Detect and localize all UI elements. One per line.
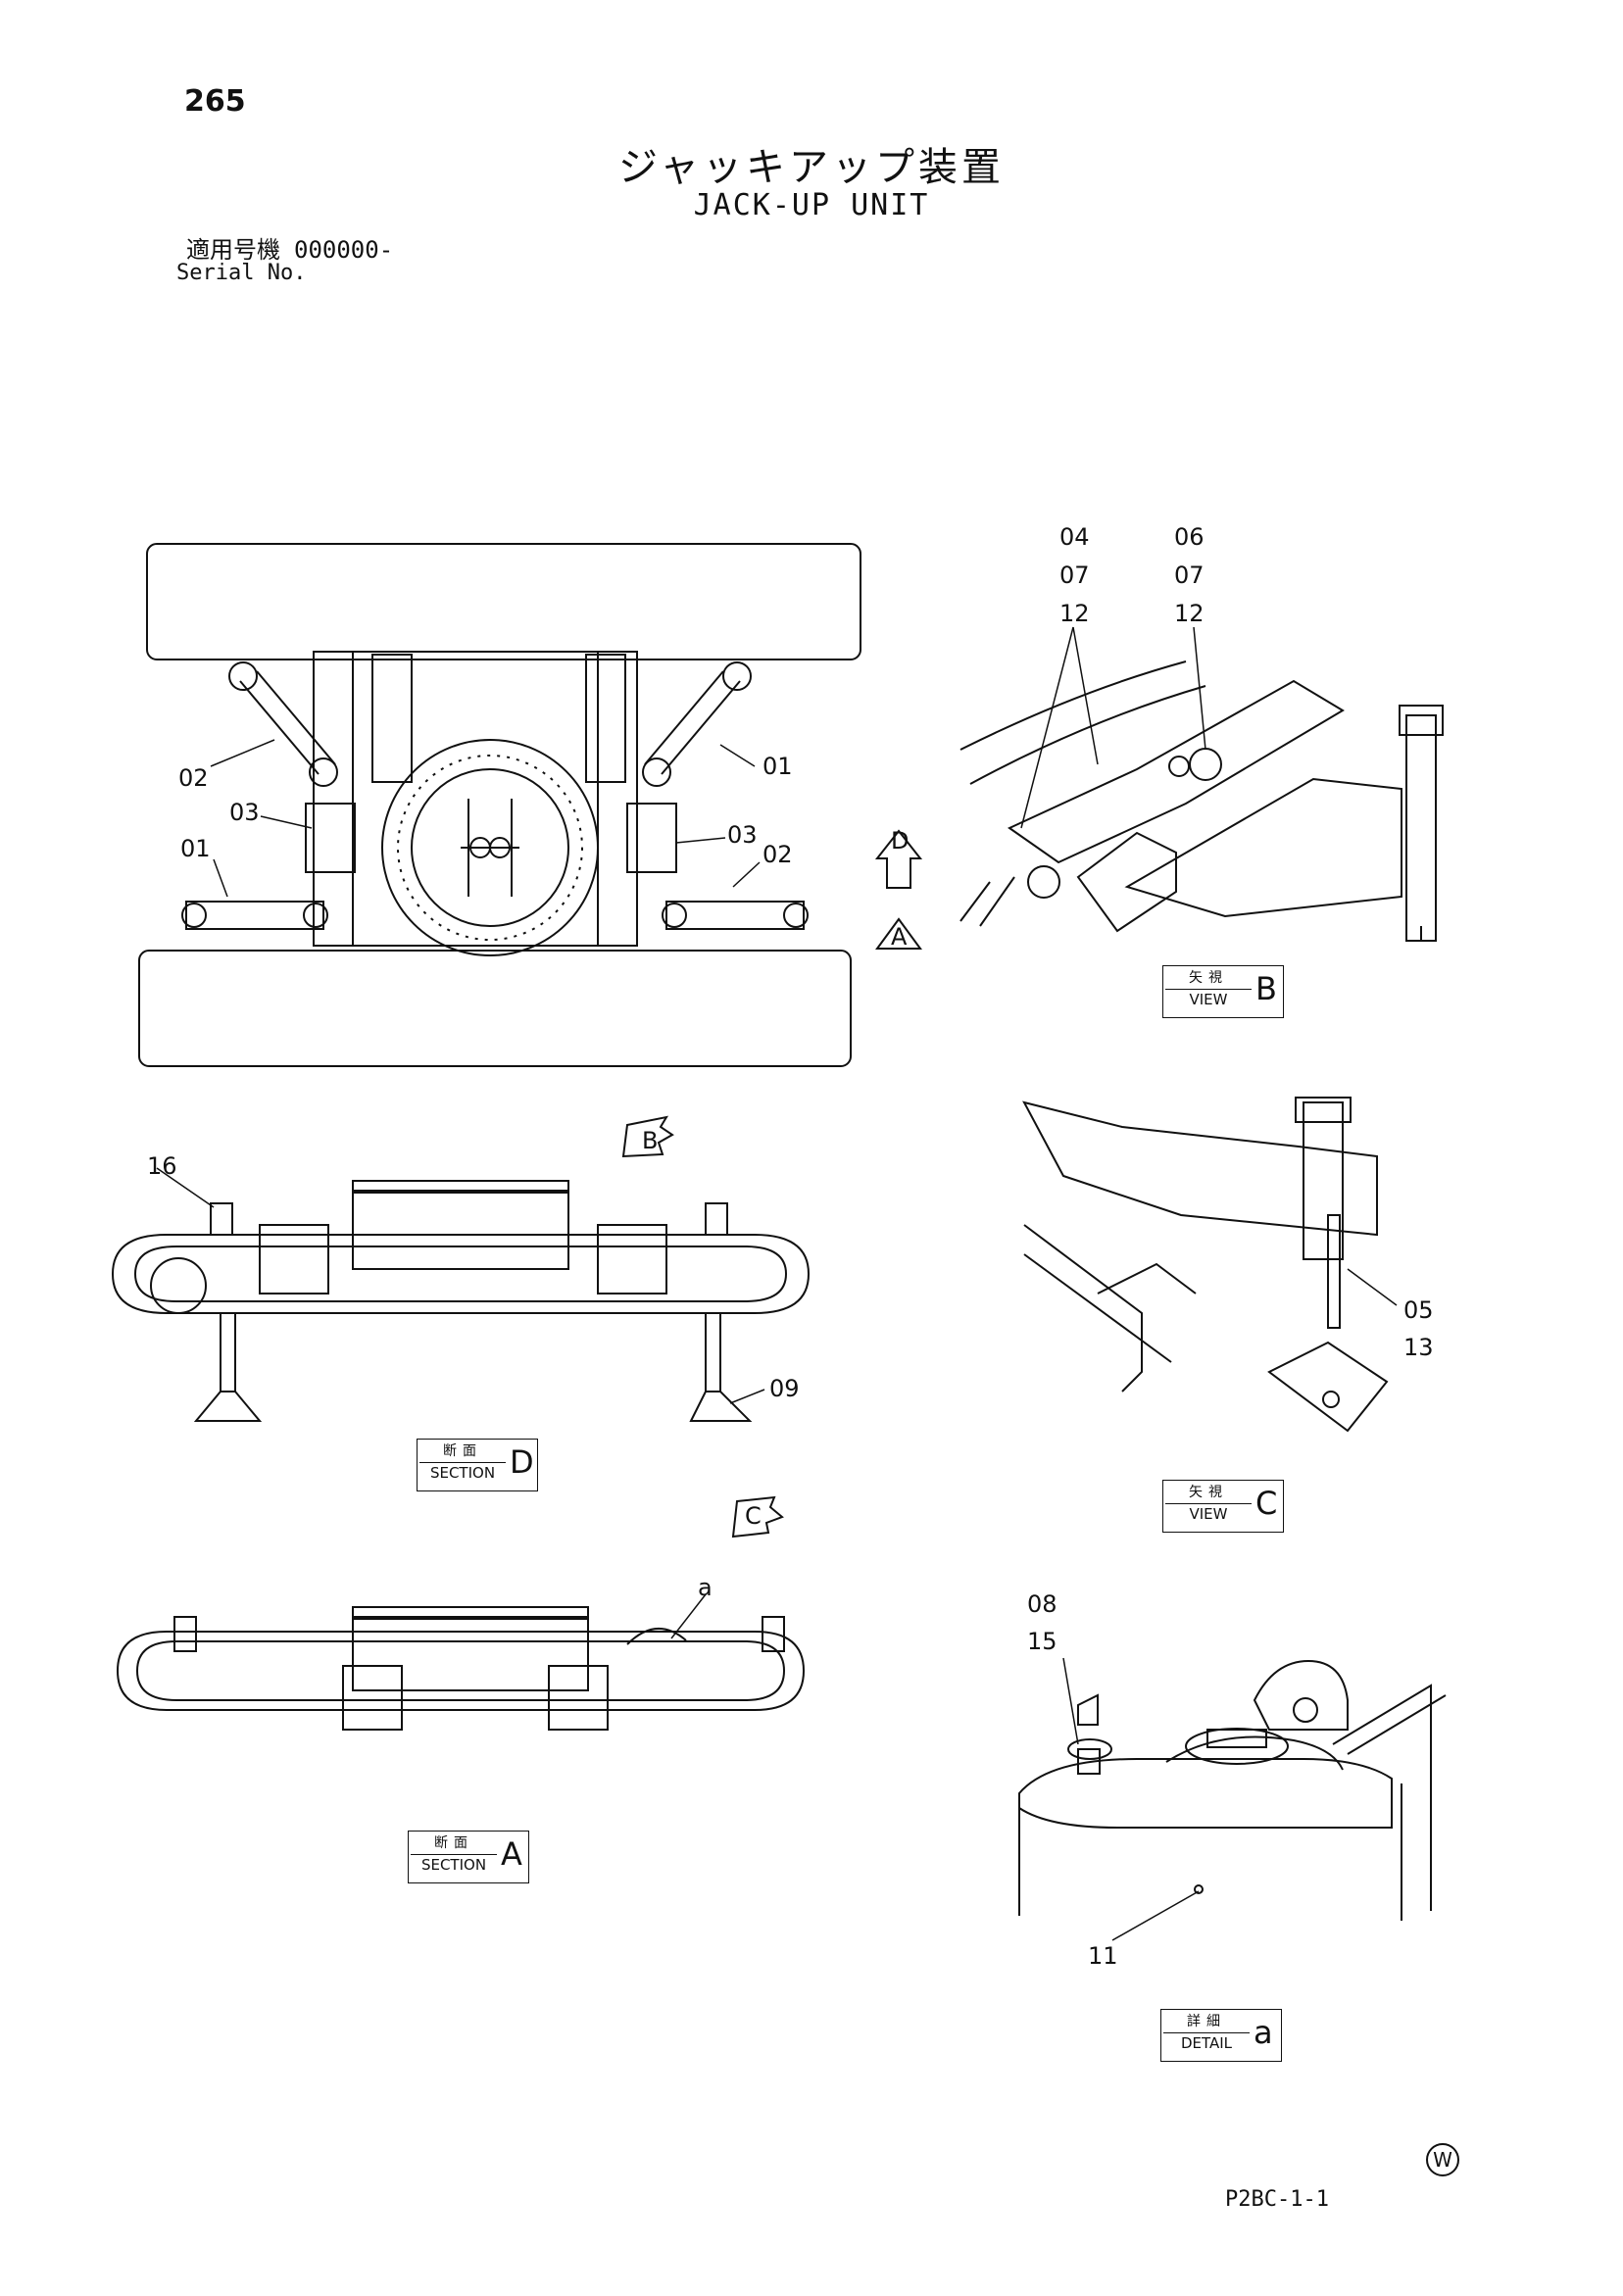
tag-section-d: 断面 SECTION D [417,1439,538,1491]
view-c-drawing [1022,1097,1398,1433]
arrow-b-shape [621,1115,674,1158]
arrow-b-letter: B [642,1127,658,1154]
callout-b-07-right: 07 [1174,562,1205,589]
callout-top-01-left: 01 [180,835,211,862]
callout-top-02-right: 02 [762,841,793,868]
callout-d-16: 16 [147,1152,177,1180]
top-view-leaders [210,739,761,898]
tag-view-c: 矢視 VIEW C [1162,1480,1284,1533]
arrow-a-letter: A [891,923,908,951]
tag-section-a-letter: A [501,1835,522,1873]
tag-view-c-jp: 矢視 [1165,1482,1252,1504]
tag-view-b-letter: B [1255,970,1277,1007]
callout-detail-15: 15 [1027,1628,1057,1655]
callout-b-12-right: 12 [1174,600,1205,627]
callout-top-03-left: 03 [229,799,260,826]
tag-section-a-jp: 断面 [411,1832,497,1855]
page-number: 265 [184,84,246,119]
section-d-drawing [111,1167,811,1422]
callout-b-06: 06 [1174,523,1205,551]
callout-top-03-right: 03 [727,821,758,849]
w-mark-icon: W [1426,2143,1459,2176]
callout-c-05: 05 [1403,1296,1434,1324]
top-view-drawing [138,543,861,1067]
tag-detail-a-jp: 詳細 [1163,2011,1250,2033]
tag-view-b-jp: 矢視 [1165,967,1252,990]
title-japanese: ジャッキアップ装置 [618,145,1005,190]
callout-b-12-left: 12 [1059,600,1090,627]
callout-top-02-left: 02 [178,764,209,792]
tag-view-b-en: VIEW [1189,991,1228,1008]
tag-view-c-letter: C [1255,1485,1278,1522]
tag-section-d-en: SECTION [429,1464,496,1482]
callout-section-a-a: a [698,1574,713,1601]
drawing-code: P2BC-1-1 [1225,2187,1329,2212]
tag-view-b: 矢視 VIEW B [1162,965,1284,1018]
tag-view-c-en: VIEW [1189,1505,1228,1523]
tag-detail-a-letter: a [1254,2014,1273,2051]
title-english: JACK-UP UNIT [693,188,930,222]
tag-detail-a: 詳細 DETAIL a [1160,2009,1282,2062]
section-a-drawing [116,1593,806,1731]
callout-d-09: 09 [769,1375,800,1402]
serial-number: 000000- [294,236,394,264]
callout-b-04: 04 [1059,523,1090,551]
arrow-d-letter: D [891,827,909,855]
tag-section-d-jp: 断面 [419,1441,506,1463]
tag-section-a-en: SECTION [420,1856,487,1874]
view-b-drawing [959,626,1444,942]
arrow-a-shape [875,917,922,950]
tag-section-d-letter: D [510,1443,534,1481]
serial-label-jp: 適用号機 000000- [186,230,393,265]
callout-top-01-right: 01 [762,753,793,780]
arrow-c-shape [731,1495,784,1539]
tag-detail-a-en: DETAIL [1180,2034,1233,2052]
callout-detail-11: 11 [1088,1942,1118,1970]
tag-section-a: 断面 SECTION A [408,1831,529,1883]
callout-detail-08: 08 [1027,1590,1057,1618]
arrows [621,829,923,1539]
serial-label-jp-text: 適用号機 [186,236,280,264]
detail-a-drawing [1018,1657,1447,1941]
arrow-c-letter: C [745,1502,762,1530]
arrow-d-shape [874,829,923,889]
serial-label-en: Serial No. [176,261,307,285]
callout-c-13: 13 [1403,1334,1434,1361]
callout-b-07-left: 07 [1059,562,1090,589]
